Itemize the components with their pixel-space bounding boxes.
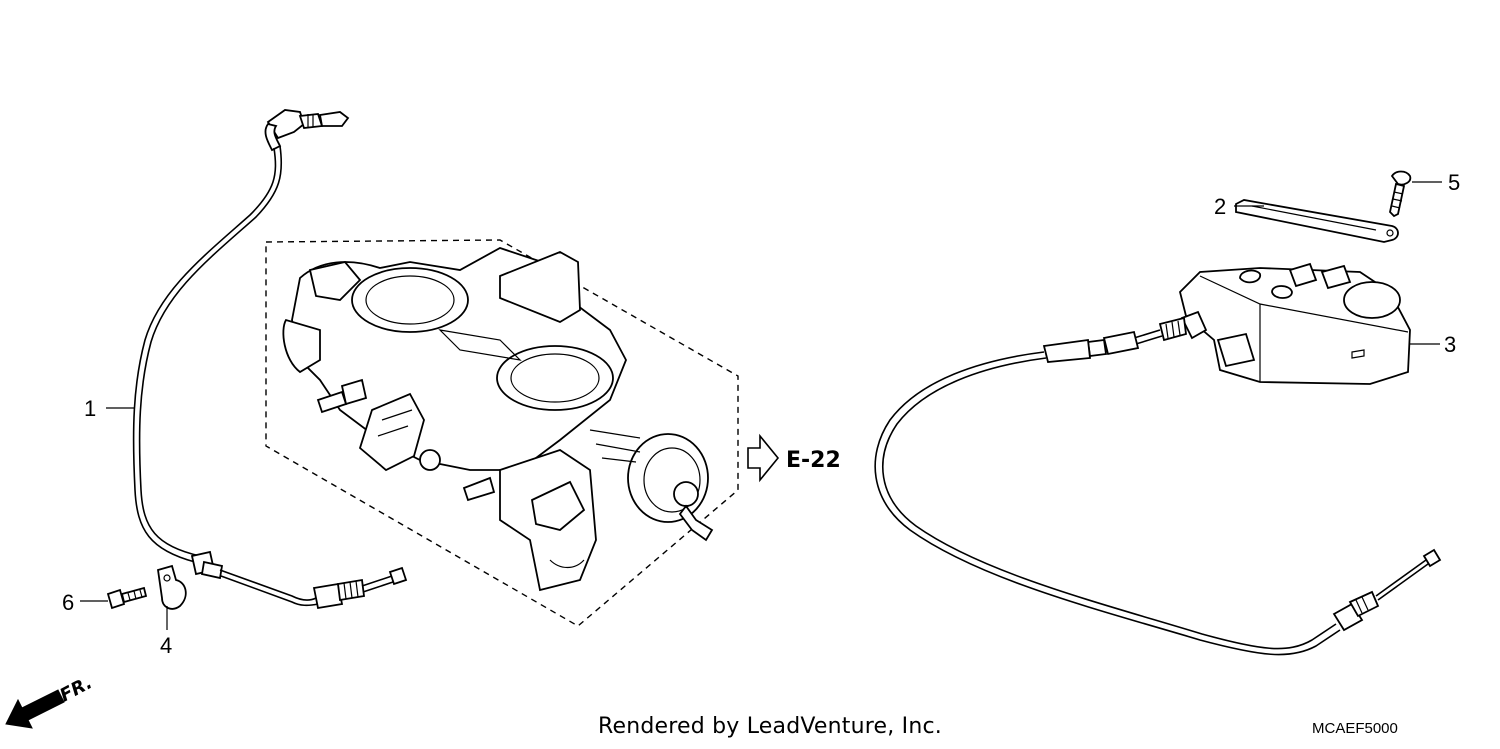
callout-4: 4: [160, 633, 172, 658]
front-direction-arrow-icon: [5, 689, 65, 729]
diagram-code: MCAEF5000: [1312, 720, 1398, 737]
callout-3: 3: [1444, 332, 1456, 357]
render-credit: Rendered by LeadVenture, Inc.: [598, 714, 942, 739]
clamp-part-4[interactable]: [156, 564, 187, 610]
strap-part-2[interactable]: [1235, 199, 1399, 243]
actuator-part-3[interactable]: [874, 262, 1442, 656]
bolt-part-6[interactable]: [106, 586, 148, 610]
callout-5: 5: [1448, 170, 1460, 195]
cable-part-1[interactable]: [132, 109, 408, 610]
reference-arrow: [747, 433, 780, 483]
callout-2: 2: [1214, 194, 1226, 219]
callout-1: 1: [84, 396, 96, 421]
throttle-body-reference: [265, 239, 739, 627]
reference-label-e22[interactable]: E-22: [786, 448, 841, 473]
callout-6: 6: [62, 590, 74, 615]
screw-part-5[interactable]: [1389, 170, 1412, 218]
